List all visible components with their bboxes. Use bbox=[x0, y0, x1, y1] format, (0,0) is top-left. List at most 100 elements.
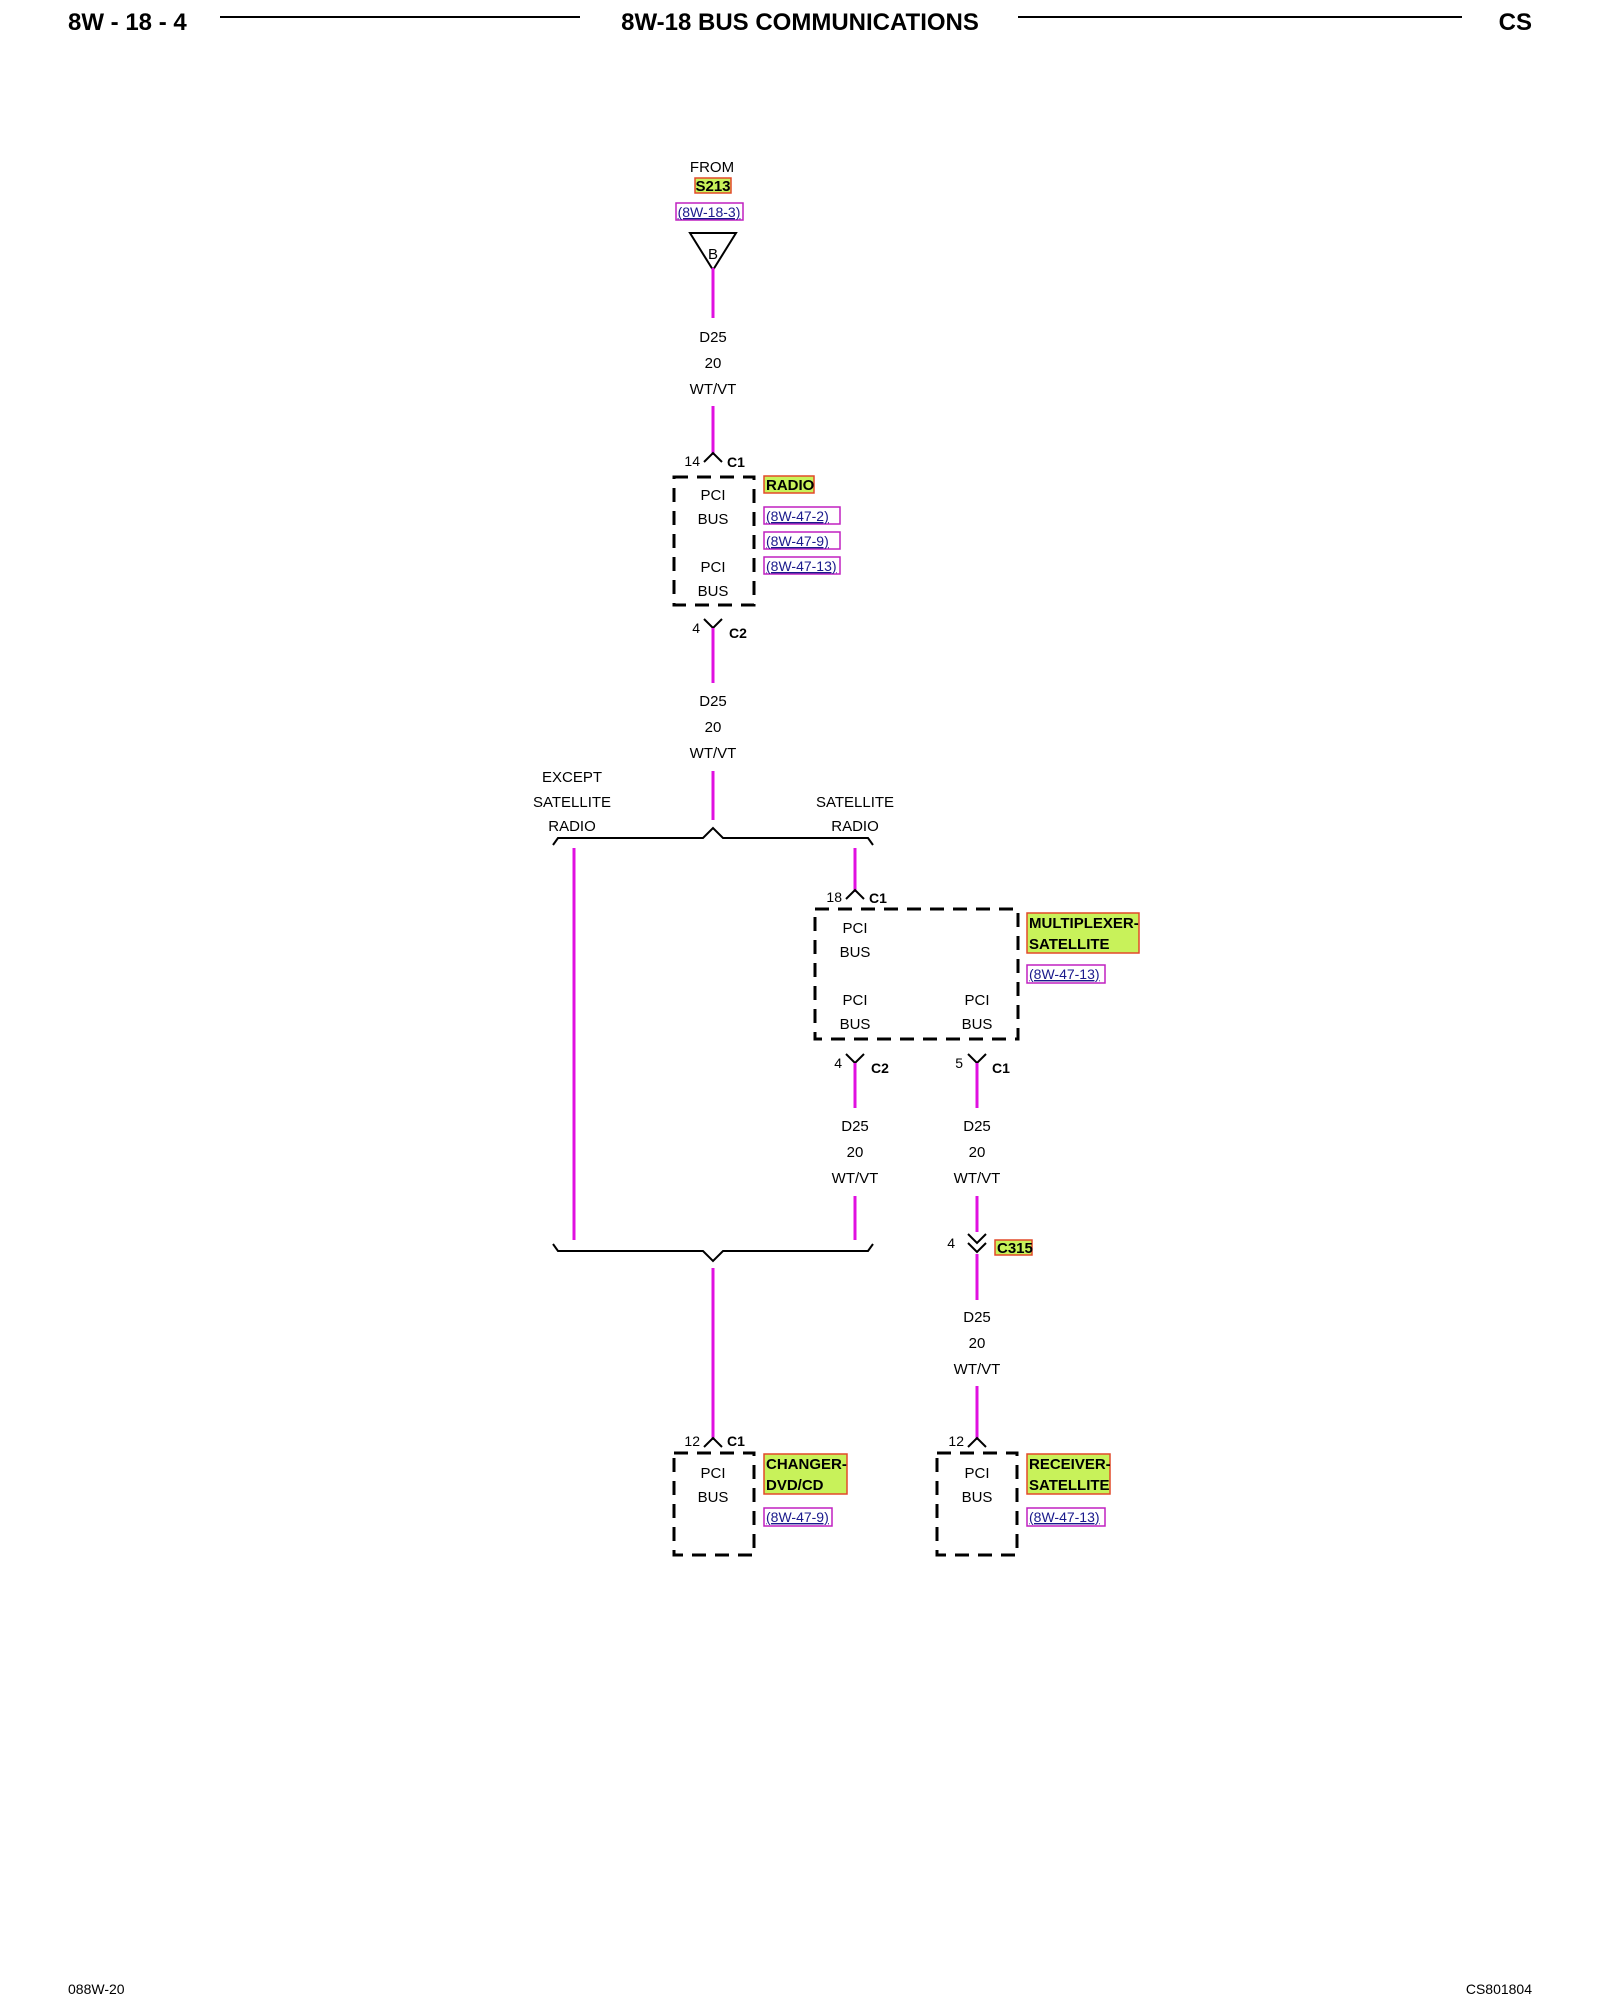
footer-right-code: CS801804 bbox=[1466, 1981, 1532, 1997]
radio-ref-box bbox=[763, 531, 841, 550]
wire-label: D25 20 WT/VT bbox=[954, 1118, 1001, 1187]
connector-pin-icon bbox=[703, 618, 723, 630]
changer-conn: C1 bbox=[727, 1433, 745, 1449]
wire-circuit: D25 bbox=[841, 1118, 869, 1135]
mux-bus-1: BUS bbox=[840, 944, 871, 961]
splice-name: S213 bbox=[695, 178, 730, 195]
changer-ref-box bbox=[763, 1507, 833, 1527]
footer-left-code: 088W-20 bbox=[68, 1981, 125, 1997]
radio-pin-top: 14 bbox=[684, 453, 700, 469]
page-footer: 088W-20 CS801804 bbox=[68, 1981, 1532, 1997]
mux-pci-1: PCI bbox=[842, 920, 867, 937]
from-label: FROM bbox=[690, 159, 734, 176]
mux-conn-bottom-right: C1 bbox=[992, 1060, 1010, 1076]
changer-name-highlight bbox=[763, 1453, 848, 1495]
wire-color: WT/VT bbox=[954, 1170, 1001, 1187]
receiver-ref[interactable]: (8W-47-13) bbox=[1029, 1509, 1100, 1525]
splice-ref-box bbox=[675, 202, 744, 221]
radio-conn-top: C1 bbox=[727, 454, 745, 470]
splice-triangle-icon bbox=[688, 232, 738, 272]
mux-bus-2: BUS bbox=[840, 1016, 871, 1033]
wire-color: WT/VT bbox=[690, 745, 737, 762]
splice-ref[interactable]: (8W-18-3) bbox=[678, 204, 741, 220]
changer-ref[interactable]: (8W-47-9) bbox=[766, 1509, 829, 1525]
receiver-pin: 12 bbox=[948, 1433, 964, 1449]
radio-bus-2: BUS bbox=[698, 583, 729, 600]
wire-circuit: D25 bbox=[699, 329, 727, 346]
wire-color: WT/VT bbox=[954, 1361, 1001, 1378]
connector-pin-icon bbox=[845, 1053, 865, 1065]
receiver-pci: PCI bbox=[964, 1465, 989, 1482]
option-left-line2: SATELLITE bbox=[533, 794, 611, 811]
receiver-name-line2: SATELLITE bbox=[1029, 1477, 1110, 1494]
receiver-name-line1: RECEIVER- bbox=[1029, 1456, 1111, 1473]
connector-pin-icon bbox=[703, 451, 723, 463]
option-brace-bottom bbox=[552, 1243, 874, 1263]
option-split: EXCEPT SATELLITE RADIO SATELLITE RADIO bbox=[533, 769, 894, 846]
multiplexer-box bbox=[813, 907, 1020, 1041]
radio-ref-box bbox=[763, 556, 841, 575]
wire-label: D25 20 WT/VT bbox=[690, 329, 737, 398]
option-right-line2: RADIO bbox=[831, 818, 879, 835]
changer-pin: 12 bbox=[684, 1433, 700, 1449]
mux-pci-3: PCI bbox=[964, 992, 989, 1009]
radio-bus-1: BUS bbox=[698, 511, 729, 528]
receiver-bus: BUS bbox=[962, 1489, 993, 1506]
wire-gauge: 20 bbox=[969, 1335, 986, 1352]
splice-highlight bbox=[694, 177, 732, 194]
receiver-box bbox=[935, 1451, 1019, 1557]
wire-label: D25 20 WT/VT bbox=[832, 1118, 879, 1187]
wire-circuit: D25 bbox=[963, 1118, 991, 1135]
wire-gauge: 20 bbox=[705, 719, 722, 736]
mux-conn-bottom-left: C2 bbox=[871, 1060, 889, 1076]
connector-pin-icon bbox=[967, 1053, 987, 1065]
option-right-line1: SATELLITE bbox=[816, 794, 894, 811]
mux-pin-bottom-right: 5 bbox=[955, 1055, 963, 1071]
radio-ref-2[interactable]: (8W-47-9) bbox=[766, 533, 829, 549]
c315-highlight bbox=[994, 1239, 1033, 1256]
radio-pin-bottom: 4 bbox=[692, 620, 700, 636]
radio-module: 14 C1 PCI BUS PCI BUS RADIO (8W-47-2) (8… bbox=[672, 451, 841, 641]
page-header: 8W - 18 - 4 8W-18 BUS COMMUNICATIONS CS bbox=[68, 9, 1532, 36]
changer-module: 12 C1 PCI BUS CHANGER- DVD/CD (8W-47-9) bbox=[672, 1433, 848, 1557]
wire-label: D25 20 WT/VT bbox=[690, 693, 737, 762]
mux-bus-3: BUS bbox=[962, 1016, 993, 1033]
radio-pci-1: PCI bbox=[700, 487, 725, 504]
changer-pci: PCI bbox=[700, 1465, 725, 1482]
option-brace-top bbox=[552, 826, 874, 846]
changer-box bbox=[672, 1451, 756, 1557]
wire-circuit: D25 bbox=[963, 1309, 991, 1326]
wire-gauge: 20 bbox=[847, 1144, 864, 1161]
connector-pin-icon bbox=[845, 888, 865, 900]
mux-pci-2: PCI bbox=[842, 992, 867, 1009]
radio-ref-3[interactable]: (8W-47-13) bbox=[766, 558, 837, 574]
changer-bus: BUS bbox=[698, 1489, 729, 1506]
wire-color: WT/VT bbox=[690, 381, 737, 398]
mux-name-highlight bbox=[1026, 912, 1140, 954]
radio-ref-1[interactable]: (8W-47-2) bbox=[766, 508, 829, 524]
mux-name-line1: MULTIPLEXER- bbox=[1029, 915, 1139, 932]
radio-box bbox=[672, 475, 756, 607]
wire-circuit: D25 bbox=[699, 693, 727, 710]
mux-name-line2: SATELLITE bbox=[1029, 936, 1110, 953]
wire-gauge: 20 bbox=[705, 355, 722, 372]
radio-conn-bottom: C2 bbox=[729, 625, 747, 641]
page-number: 8W - 18 - 4 bbox=[68, 9, 187, 36]
connector-pin-icon bbox=[703, 1436, 723, 1448]
mux-pin-top: 18 bbox=[826, 889, 842, 905]
receiver-module: 12 PCI BUS RECEIVER- SATELLITE (8W-47-13… bbox=[935, 1433, 1111, 1557]
inline-connector-icon bbox=[967, 1233, 987, 1254]
changer-name-line2: DVD/CD bbox=[766, 1477, 824, 1494]
option-left-line1: EXCEPT bbox=[542, 769, 602, 786]
receiver-name-highlight bbox=[1026, 1453, 1111, 1495]
radio-pci-2: PCI bbox=[700, 559, 725, 576]
radio-ref-box bbox=[763, 506, 841, 525]
changer-name-line1: CHANGER- bbox=[766, 1456, 847, 1473]
inline-connector-c315: 4 C315 bbox=[947, 1233, 1033, 1257]
mux-ref[interactable]: (8W-47-13) bbox=[1029, 966, 1100, 982]
wire-label: D25 20 WT/VT bbox=[954, 1309, 1001, 1378]
radio-name: RADIO bbox=[766, 477, 815, 494]
receiver-ref-box bbox=[1026, 1507, 1106, 1527]
mux-ref-box bbox=[1026, 964, 1106, 984]
